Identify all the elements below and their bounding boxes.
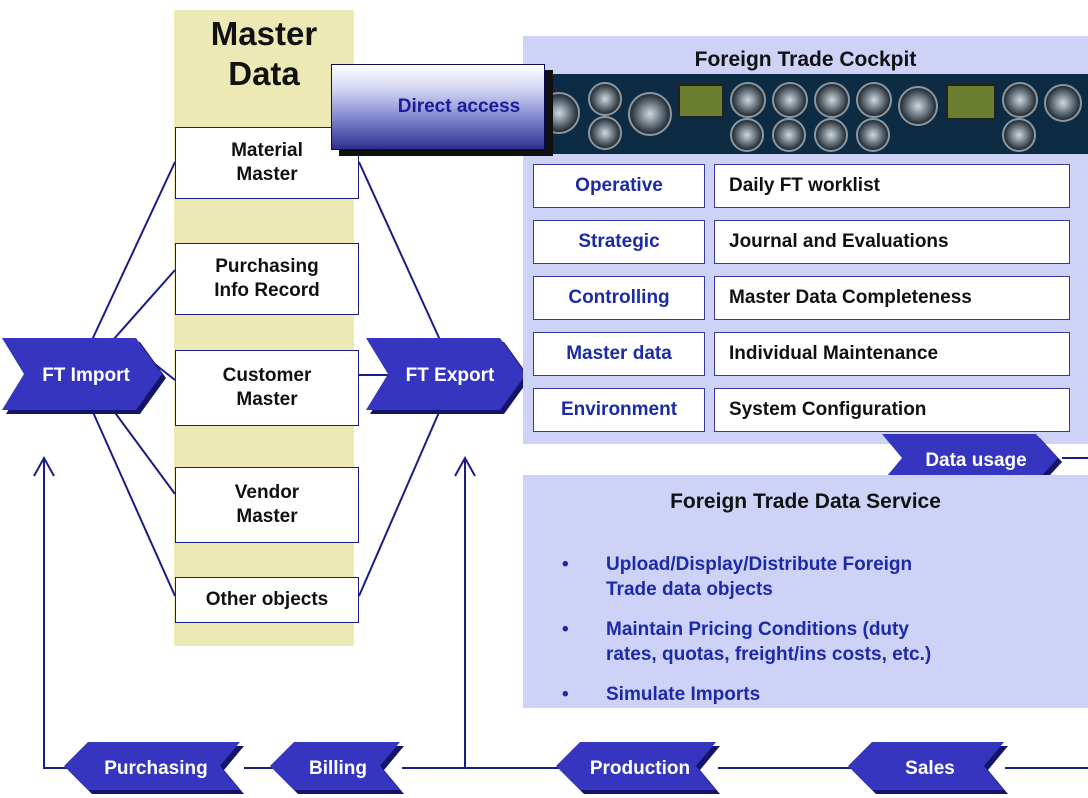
ft-import-arrow[interactable]: FT Import (2, 338, 172, 418)
cockpit-row-operative-description[interactable]: Daily FT worklist (714, 164, 1070, 208)
cockpit-row-strategic-category[interactable]: Strategic (533, 220, 705, 264)
sales-label: Sales (905, 758, 955, 779)
import-to-purchasing-line (112, 269, 176, 341)
other-to-export-line (358, 409, 441, 597)
data-service-bullet: • Simulate Imports (562, 684, 761, 705)
bullet-dot-icon: • (562, 619, 569, 640)
purchasing-up-line (43, 460, 68, 769)
cockpit-row-environment-category[interactable]: Environment (533, 388, 705, 432)
cockpit-row-controlling-description[interactable]: Master Data Completeness (714, 276, 1070, 320)
ft-export-arrow[interactable]: FT Export (366, 338, 536, 418)
production-label: Production (590, 758, 690, 779)
master-data-title: Master Data (210, 15, 318, 92)
cockpit-row-strategic-description[interactable]: Journal and Evaluations (714, 220, 1070, 264)
purchasing-info-record-box[interactable]: Purchasing Info Record (175, 243, 359, 315)
data-service-title: Foreign Trade Data Service (670, 490, 941, 513)
cockpit-row-master-data-category[interactable]: Master data (533, 332, 705, 376)
sales-process-arrow[interactable]: Sales (848, 742, 1014, 798)
data-service-bullet: • Maintain Pricing Conditions (duty rate… (562, 619, 932, 665)
billing-label: Billing (309, 758, 367, 779)
import-to-other-line (91, 409, 176, 597)
cockpit-row-controlling-category[interactable]: Controlling (533, 276, 705, 320)
cockpit-row-environment-description[interactable]: System Configuration (714, 388, 1070, 432)
purchasing-process-arrow[interactable]: Purchasing (64, 742, 250, 798)
direct-access-button[interactable]: Direct access (331, 64, 545, 150)
cockpit-instrument-image (528, 74, 1088, 154)
purchasing-label: Purchasing (104, 758, 207, 779)
data-usage-arrow[interactable]: Data usage (882, 434, 1066, 490)
production-up-arrowhead (454, 455, 476, 477)
other-objects-box[interactable]: Other objects (175, 577, 359, 623)
ft-import-label: FT Import (42, 365, 130, 386)
cockpit-row-operative-category[interactable]: Operative (533, 164, 705, 208)
data-usage-label: Data usage (925, 450, 1026, 471)
cockpit-display-icon (678, 84, 724, 118)
import-to-vendor-line (112, 409, 176, 495)
import-to-material-line (91, 161, 176, 341)
purchasing-up-arrowhead (33, 455, 55, 477)
vendor-master-box[interactable]: Vendor Master (175, 467, 359, 543)
billing-process-arrow[interactable]: Billing (270, 742, 410, 798)
cockpit-title: Foreign Trade Cockpit (694, 48, 917, 71)
data-service-bullet: • Upload/Display/Distribute Foreign Trad… (562, 554, 913, 600)
customer-master-box[interactable]: Customer Master (175, 350, 359, 426)
ft-export-label: FT Export (406, 365, 495, 386)
bullet-dot-icon: • (562, 684, 569, 705)
foreign-trade-data-service-panel (523, 475, 1088, 708)
material-master-box[interactable]: Material Master (175, 127, 359, 199)
bullet-dot-icon: • (562, 554, 569, 575)
cockpit-row-master-data-description[interactable]: Individual Maintenance (714, 332, 1070, 376)
production-process-arrow[interactable]: Production (556, 742, 726, 798)
material-to-export-line (358, 161, 441, 341)
